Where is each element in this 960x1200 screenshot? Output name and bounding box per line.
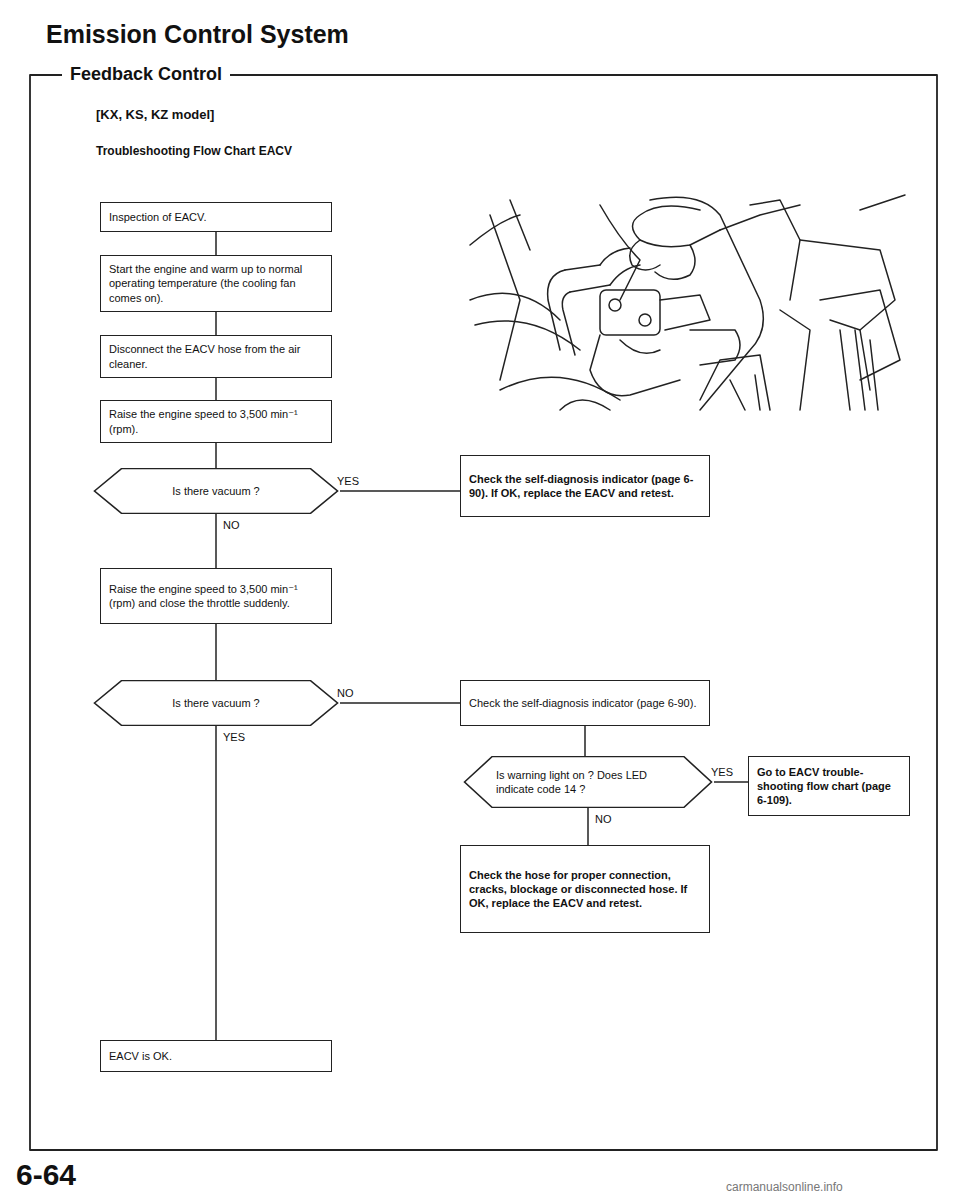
flow-connector — [215, 378, 217, 400]
node-text: Is warning light on ? Does LED indicate … — [462, 768, 714, 797]
page-number: 6-64 — [16, 1158, 76, 1192]
flow-connector — [587, 808, 589, 845]
section-heading: Feedback Control — [62, 64, 230, 85]
diamond-shape — [94, 680, 337, 725]
diamond-shape — [465, 757, 712, 808]
process-box: Check the hose for proper connection, cr… — [460, 845, 710, 933]
decision-diamond: Is there vacuum ? — [92, 680, 340, 726]
diamond-shape — [94, 468, 337, 513]
chart-heading: Troubleshooting Flow Chart EACV — [96, 144, 292, 158]
edge-label: NO — [336, 687, 355, 699]
process-box: Inspection of EACV. — [100, 202, 332, 232]
node-text: Raise the engine speed to 3,500 min⁻¹ (r… — [109, 407, 323, 436]
process-box: Check the self-diagnosis indicator (page… — [460, 455, 710, 517]
page-title: Emission Control System — [46, 20, 349, 49]
watermark: carmanualsonline.info — [726, 1180, 843, 1194]
decision-diamond: Is there vacuum ? — [92, 468, 340, 514]
decision-diamond: Is warning light on ? Does LED indicate … — [462, 756, 714, 808]
node-text: Go to EACV trouble-shooting flow chart (… — [757, 765, 901, 808]
node-text: Disconnect the EACV hose from the air cl… — [109, 342, 323, 371]
flow-connector — [215, 624, 217, 680]
process-box: Disconnect the EACV hose from the air cl… — [100, 335, 332, 378]
process-box: Check the self-diagnosis indicator (page… — [460, 680, 710, 726]
flow-connector — [584, 726, 586, 756]
flow-connector — [215, 443, 217, 468]
edge-label: YES — [222, 731, 246, 743]
edge-label: NO — [222, 519, 241, 531]
node-text: Raise the engine speed to 3,500 min⁻¹ (r… — [109, 582, 323, 611]
node-text: Is there vacuum ? — [138, 696, 293, 710]
process-box: Raise the engine speed to 3,500 min⁻¹ (r… — [100, 400, 332, 443]
flow-connector — [215, 514, 217, 568]
node-text: Check the self-diagnosis indicator (page… — [469, 696, 701, 710]
edge-label: NO — [594, 813, 613, 825]
node-text: Inspection of EACV. — [109, 210, 323, 224]
edge-label: YES — [710, 766, 734, 778]
flow-connector — [714, 781, 748, 783]
model-note: [KX, KS, KZ model] — [96, 107, 214, 122]
edge-label: YES — [336, 475, 360, 487]
flow-connector — [215, 232, 217, 255]
process-box: Raise the engine speed to 3,500 min⁻¹ (r… — [100, 568, 332, 624]
flow-connector — [215, 726, 217, 1040]
process-box: Start the engine and warm up to normal o… — [100, 255, 332, 312]
process-box: EACV is OK. — [100, 1040, 332, 1072]
flow-connector — [340, 490, 460, 492]
node-text: Check the self-diagnosis indicator (page… — [469, 472, 701, 501]
node-text: EACV is OK. — [109, 1049, 323, 1063]
flow-connector — [340, 702, 460, 704]
node-text: Is there vacuum ? — [138, 484, 293, 498]
diamond-outline — [462, 756, 714, 808]
node-text: Check the hose for proper connection, cr… — [469, 868, 701, 911]
node-text: Start the engine and warm up to normal o… — [109, 262, 323, 305]
process-box: Go to EACV trouble-shooting flow chart (… — [748, 756, 910, 816]
flow-connector — [215, 312, 217, 335]
